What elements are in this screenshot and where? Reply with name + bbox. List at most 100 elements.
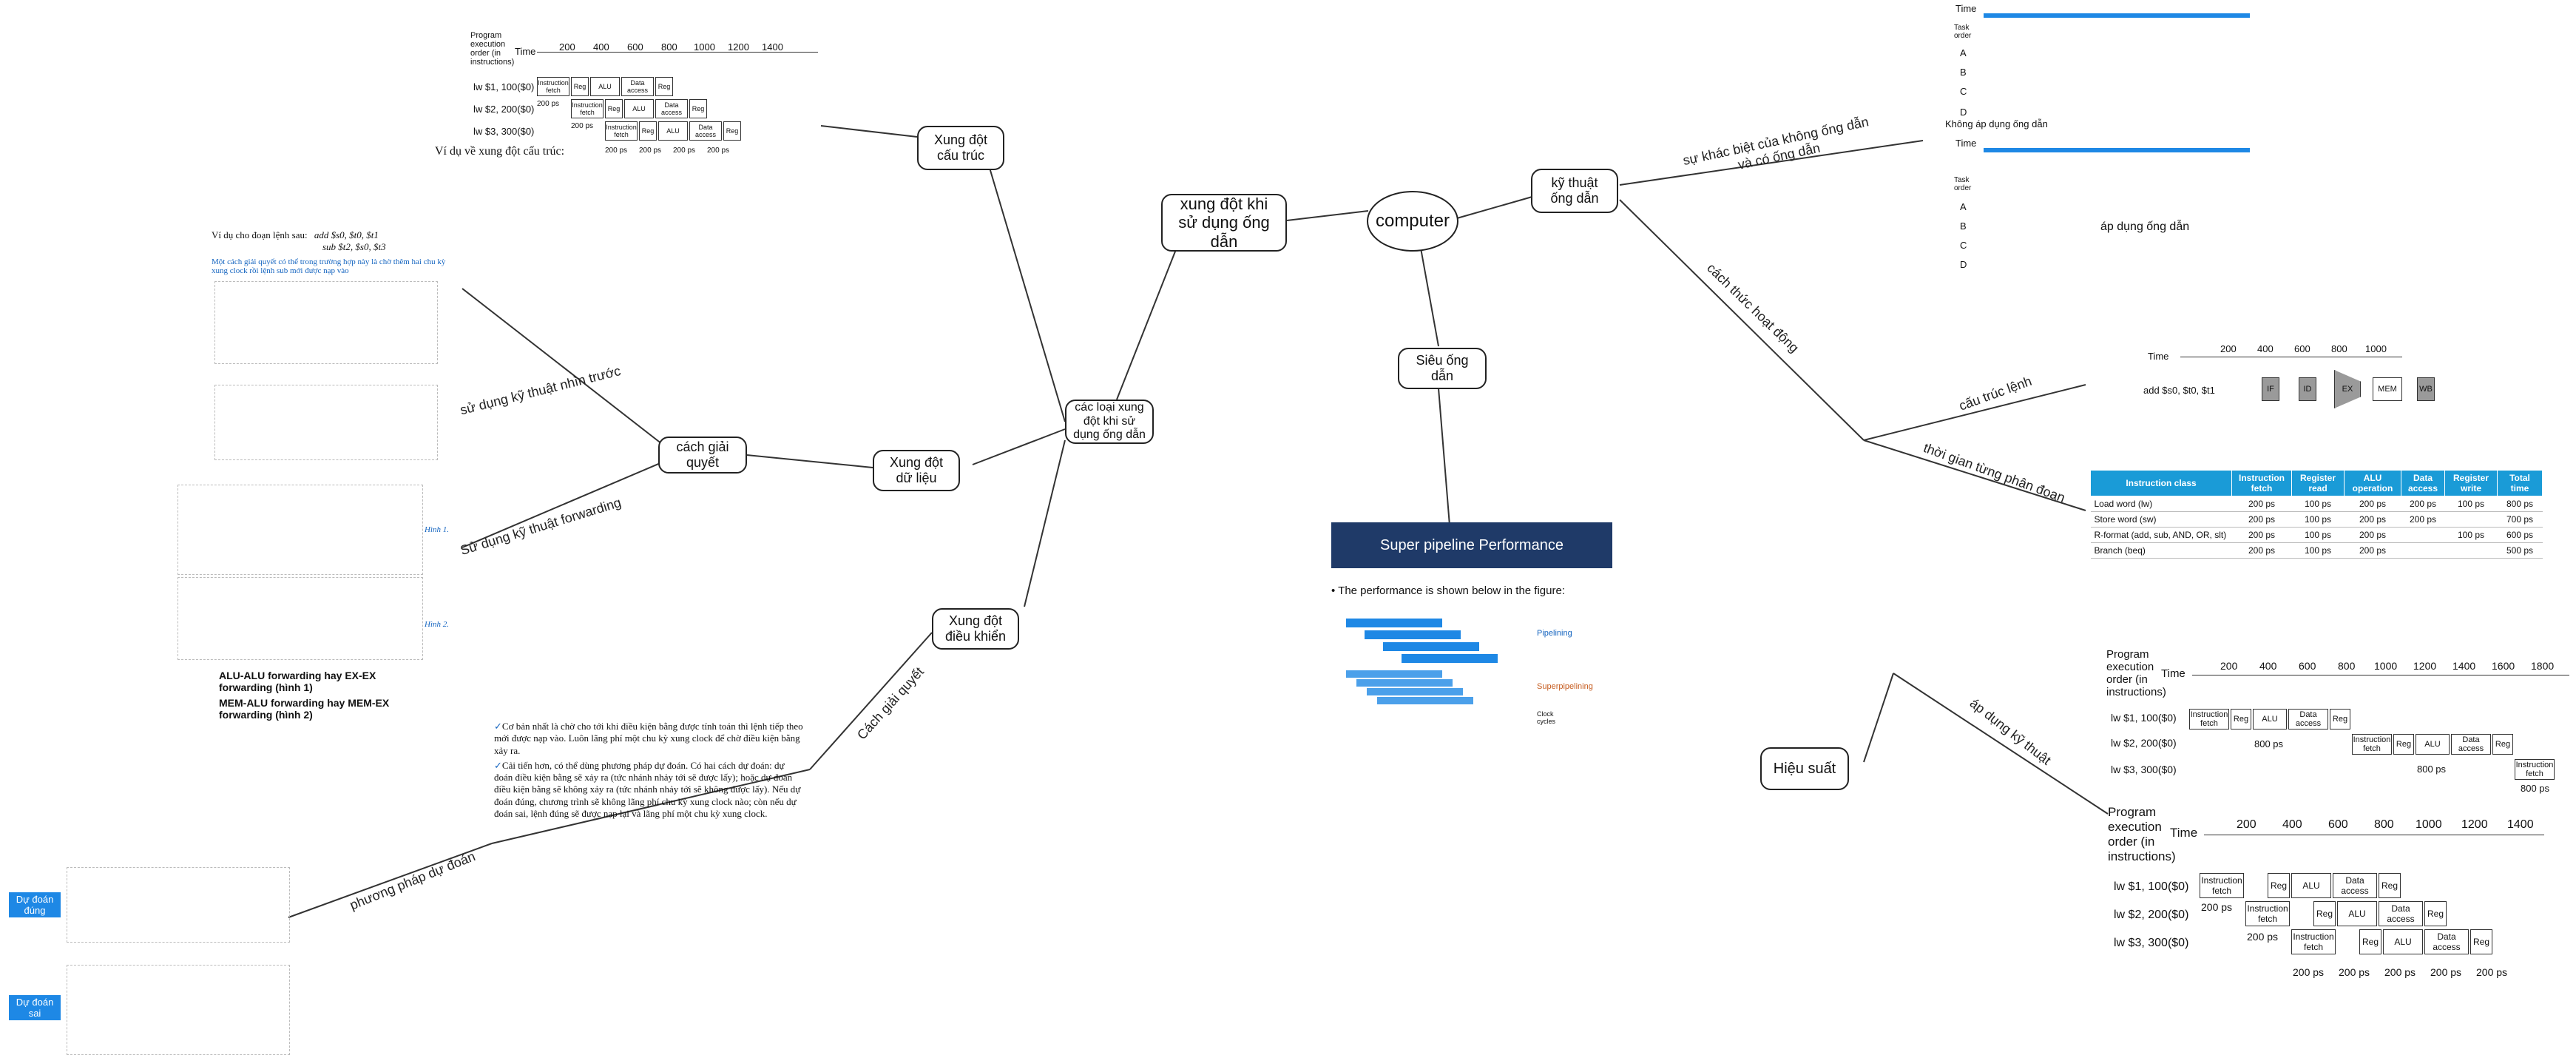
solution-note: Một cách giải quyết có thể trong trường … [212,257,446,275]
tick: 400 [593,41,609,53]
class-table: Instruction class Instruction fetch Regi… [2090,470,2543,559]
instr-row: lw $3, 300($0) [473,126,535,137]
stage-reg: Reg [2424,901,2447,926]
performance-pipelined: Program execution order (in instructions… [2108,805,2552,990]
tick: 600 [2294,343,2310,354]
cell [2401,542,2445,559]
ps-label: 200 ps [2201,901,2233,913]
cell: 100 ps [2291,542,2345,559]
node-structural-hazard[interactable]: Xung đột cấu trúc [917,126,1004,170]
cell: 200 ps [2401,511,2445,528]
tick: 1000 [2365,343,2387,354]
col-header: Data access [2401,470,2445,496]
stage-reg: Reg [689,99,707,118]
cell: 100 ps [2444,496,2498,512]
pipelined-caption: áp dụng ống dẫn [2100,220,2190,233]
stall-diagram [214,281,438,364]
stage-alu: ALU [2253,709,2287,730]
ps-label: 200 ps [2293,966,2325,978]
code-line: add $s0, $t0, $t1 [314,229,379,240]
task-order-label: Task order [1954,176,1972,192]
cell: 200 ps [2231,511,2292,528]
stage-reg: Reg [2492,734,2513,755]
stage-reg: Reg [2330,709,2350,730]
time-label: Time [2170,826,2198,840]
stage-reg: Reg [605,99,623,118]
stage-wb: WB [2417,377,2435,401]
stage-ex: EX [2334,370,2361,408]
tick: 1400 [2507,818,2534,831]
cell: 100 ps [2291,496,2345,512]
node-pipeline-hazard[interactable]: xung đột khi sử dụng ống dẫn [1161,194,1287,252]
task-d: D [1960,107,1967,118]
node-hazard-types[interactable]: các loại xung đột khi sử dụng ống dẫn [1065,400,1154,444]
node-control-hazard[interactable]: Xung đột điều khiển [932,608,1019,650]
cell: 200 ps [2344,496,2401,512]
ps-label: 200 ps [2476,966,2508,978]
node-superpipeline[interactable]: Siêu ống dẫn [1398,348,1487,389]
superpipe-bar [1356,679,1453,687]
task-b: B [1960,67,1967,78]
control-point-2: ✓Cải tiến hơn, có thể dùng phương pháp d… [494,759,801,819]
data-hazard-text: Ví dụ cho đoạn lệnh sau: add $s0, $t0, $… [212,229,448,275]
mem-forwarding-text: MEM-ALU forwarding hay MEM-EX forwarding… [219,697,390,721]
col-header: Instruction class [2090,470,2232,496]
node-solutions[interactable]: cách giải quyết [658,437,747,474]
stage-data: Data access [621,77,654,96]
stage-fetch: Instruction fetch [571,99,604,118]
stage-data: Data access [2379,901,2423,926]
node-computer[interactable]: computer [1367,191,1458,252]
ps-label: 200 ps [2247,931,2279,943]
stage-fetch: Instruction fetch [2352,734,2392,755]
tick: 1000 [2374,660,2398,672]
tick: 1800 [2531,660,2555,672]
node-pipeline-technique[interactable]: kỹ thuật ống dẫn [1531,169,1618,213]
tick: 400 [2257,343,2274,354]
instr-row: lw $2, 200($0) [2114,909,2189,921]
instr-row: lw $1, 100($0) [2111,712,2177,724]
stage-data: Data access [2451,734,2491,755]
cell: 800 ps [2497,496,2543,512]
col-header: Register read [2291,470,2345,496]
stage-reg: Reg [2379,873,2401,898]
stage-alu: ALU [658,121,688,141]
tick: 1600 [2492,660,2515,672]
ps-label: 200 ps [673,146,696,155]
cell: 600 ps [2497,527,2543,543]
stage-alu: ALU [624,99,654,118]
lookahead-diagram [214,385,438,460]
control-point-1: ✓Cơ bản nhất là chờ cho tới khi điều kiệ… [494,721,803,756]
stage-data: Data access [655,99,688,118]
stage-fetch: Instruction fetch [2291,929,2336,954]
stage-alu: ALU [2416,734,2450,755]
tick: 600 [627,41,643,53]
time-label: Time [2148,351,2169,362]
node-performance[interactable]: Hiệu suất [1760,747,1849,790]
tick: 200 [559,41,575,53]
tick: 1000 [694,41,715,53]
time-label: Time [1955,138,1977,149]
stage-reg: Reg [2393,734,2414,755]
stage-reg: Reg [723,121,741,141]
task-a: A [1960,47,1967,58]
tick: 1400 [2452,660,2476,672]
cell: R-format (add, sub, AND, OR, slt) [2090,527,2232,543]
node-data-hazard[interactable]: Xung đột dữ liệu [873,450,960,491]
tick: 600 [2328,818,2348,831]
superpipeline-figure: Pipelining Superpipelining Clock cycles [1346,614,1593,725]
stage-alu: ALU [2337,901,2377,926]
stage-fetch: Instruction fetch [2200,873,2244,898]
stage-reg: Reg [2359,929,2381,954]
tick: 800 [2374,818,2394,831]
task-a: A [1960,201,1967,212]
col-header: ALU operation [2344,470,2401,496]
cell: 200 ps [2231,542,2292,559]
structural-caption: Ví dụ về xung đột cấu trúc: [435,145,565,158]
task-b: B [1960,220,1967,232]
forwarding-diagram-2 [178,577,423,660]
stage-reg: Reg [2268,873,2290,898]
